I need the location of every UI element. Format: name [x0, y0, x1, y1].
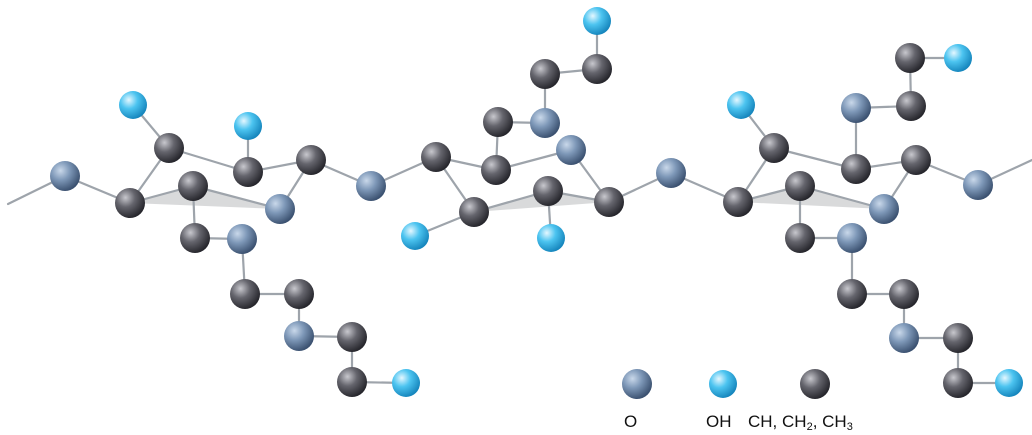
- hydroxyl-group: [995, 369, 1023, 397]
- legend-label-oxygen: O: [624, 412, 638, 431]
- hydroxyl-group: [234, 112, 262, 140]
- hydroxyl-group: [537, 224, 565, 252]
- hydroxyl-group: [583, 7, 611, 35]
- legend-carbon-sub3: 3: [846, 421, 853, 433]
- hydroxyl-group: [727, 91, 755, 119]
- hydroxyl-group: [401, 222, 429, 250]
- carbon-atom: [115, 188, 145, 218]
- carbon-atom: [530, 59, 560, 89]
- carbon-atom: [154, 133, 184, 163]
- legend-label-hydroxyl: OH: [706, 412, 732, 431]
- oxygen-atom: [227, 224, 257, 254]
- carbon-atom: [901, 145, 931, 175]
- carbon-atom: [533, 176, 563, 206]
- legend-carbon-sub2: 2: [806, 421, 813, 433]
- oxygen-atom: [841, 93, 871, 123]
- carbon-atom: [230, 279, 260, 309]
- legend-swatch-oxygen-atom: [622, 369, 652, 399]
- carbon-atom: [895, 43, 925, 73]
- oxygen-atom: [356, 171, 386, 201]
- legend-carbon-mid: , CH: [812, 412, 847, 431]
- hydroxyl-group: [392, 369, 420, 397]
- carbon-atom: [594, 187, 624, 217]
- oxygen-atom: [889, 323, 919, 353]
- ring-face: [130, 186, 280, 209]
- carbon-atom: [481, 155, 511, 185]
- carbon-atom: [483, 107, 513, 137]
- carbon-atom: [337, 367, 367, 397]
- oxygen-atom: [265, 194, 295, 224]
- hydroxyl-group: [119, 91, 147, 119]
- carbon-atom: [943, 323, 973, 353]
- carbon-atom: [180, 223, 210, 253]
- oxygen-atom: [530, 108, 560, 138]
- ring-face: [738, 186, 884, 209]
- legend-swatch-hydroxyl-group: [709, 370, 737, 398]
- carbon-atom: [421, 142, 451, 172]
- carbon-atom: [785, 223, 815, 253]
- carbon-atom: [582, 54, 612, 84]
- carbon-atom: [459, 197, 489, 227]
- carbon-atom: [296, 145, 326, 175]
- oxygen-atom: [556, 135, 586, 165]
- oxygen-atom: [50, 161, 80, 191]
- carbon-atom: [889, 279, 919, 309]
- oxygen-atom: [284, 321, 314, 351]
- carbon-atom: [841, 154, 871, 184]
- oxygen-atom: [869, 194, 899, 224]
- hydroxyl-group: [944, 44, 972, 72]
- carbon-atom: [233, 157, 263, 187]
- carbon-atom: [943, 368, 973, 398]
- oxygen-atom: [656, 158, 686, 188]
- carbon-atom: [284, 279, 314, 309]
- oxygen-atom: [963, 170, 993, 200]
- carbon-atom: [337, 322, 367, 352]
- carbon-atom: [785, 171, 815, 201]
- atoms: [50, 7, 1023, 399]
- carbon-atom: [178, 171, 208, 201]
- legend-carbon-prefix: CH, CH: [748, 412, 807, 431]
- carbon-atom: [723, 187, 753, 217]
- legend-label-carbon: CH, CH2, CH3: [748, 412, 853, 435]
- carbon-atom: [837, 279, 867, 309]
- carbon-atom: [896, 91, 926, 121]
- carbon-atom: [759, 133, 789, 163]
- oxygen-atom: [837, 223, 867, 253]
- legend-swatch-carbon-atom: [800, 369, 830, 399]
